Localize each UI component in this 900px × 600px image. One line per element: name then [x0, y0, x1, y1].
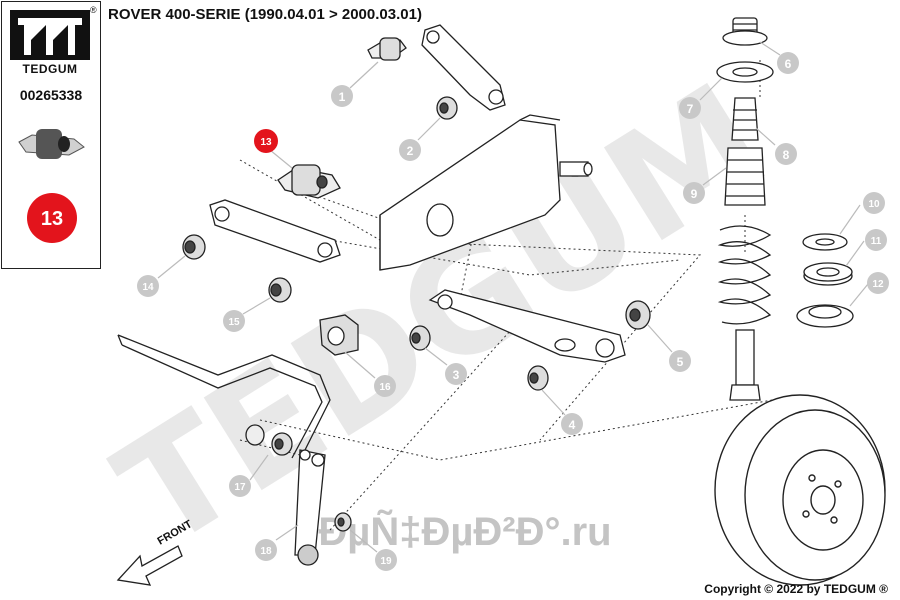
callout-10-label: 10 — [868, 199, 880, 210]
bushing-17 — [245, 424, 293, 456]
copyright-notice: Copyright © 2022 by TEDGUM ® — [704, 582, 888, 596]
bushing-2 — [436, 96, 458, 120]
drop-link — [294, 449, 326, 566]
guide-lines — [239, 60, 801, 531]
arrow-icon — [116, 545, 183, 586]
callout-4[interactable]: 4 — [561, 413, 583, 435]
callout-7-label: 7 — [687, 102, 694, 116]
callout-13[interactable]: 13 — [254, 129, 278, 153]
callout-14[interactable]: 14 — [137, 275, 159, 297]
callout-19-label: 19 — [380, 556, 392, 567]
trailing-arm — [379, 114, 593, 271]
selected-part-badge[interactable]: 13 — [26, 192, 78, 244]
lower-control-arm — [428, 289, 626, 363]
spring-seats — [796, 233, 854, 328]
bushing-1 — [367, 37, 407, 61]
callout-12-label: 12 — [872, 279, 884, 290]
watermark-site-text: ÐµÑ‡ÐµÐ²Ð°.ru — [318, 508, 611, 554]
bushing-15 — [268, 277, 292, 303]
callout-9-label: 9 — [691, 187, 698, 201]
callout-6-label: 6 — [785, 57, 792, 71]
callout-8-label: 8 — [783, 148, 790, 162]
wheel — [714, 394, 886, 586]
bushing-14 — [182, 234, 206, 260]
callout-5[interactable]: 5 — [669, 350, 691, 372]
callout-19[interactable]: 19 — [375, 549, 397, 571]
tedgum-logo-icon — [10, 10, 90, 60]
bushings — [182, 37, 651, 532]
part-number: 00265338 — [19, 87, 83, 103]
callout-11-label: 11 — [871, 236, 882, 247]
callouts: 1 2 3 4 5 6 7 8 9 10 11 12 13 14 15 16 1… — [137, 52, 889, 571]
callout-16[interactable]: 16 — [374, 375, 396, 397]
callout-7[interactable]: 7 — [679, 97, 701, 119]
page-title: ROVER 400-SERIE (1990.04.01 > 2000.03.01… — [108, 6, 422, 23]
product-panel: ® TEDGUM 00265338 13 — [1, 1, 101, 269]
lateral-link — [209, 199, 341, 263]
callout-2[interactable]: 2 — [399, 139, 421, 161]
strut-assembly — [716, 17, 774, 401]
callout-2-label: 2 — [407, 144, 414, 158]
bushing-3 — [409, 325, 431, 351]
brand-name: TEDGUM — [22, 62, 78, 76]
bushing-5 — [625, 300, 651, 330]
callout-18-label: 18 — [260, 546, 272, 557]
callout-15-label: 15 — [228, 317, 240, 328]
callout-leaders — [157, 41, 869, 553]
callout-17[interactable]: 17 — [229, 475, 251, 497]
callout-12[interactable]: 12 — [867, 272, 889, 294]
stabilizer-bar — [117, 334, 331, 461]
callout-9[interactable]: 9 — [683, 182, 705, 204]
callout-8[interactable]: 8 — [775, 143, 797, 165]
watermark: TEDGUM — [90, 51, 796, 582]
callout-6[interactable]: 6 — [777, 52, 799, 74]
callout-1[interactable]: 1 — [331, 85, 353, 107]
callout-1-label: 1 — [339, 90, 346, 104]
part-thumbnail — [18, 129, 85, 159]
callout-11[interactable]: 11 — [865, 229, 887, 251]
callout-18[interactable]: 18 — [255, 539, 277, 561]
callout-17-label: 17 — [234, 482, 246, 493]
callout-5-label: 5 — [677, 355, 684, 369]
bushing-16 — [319, 314, 359, 356]
upper-link-arm — [421, 24, 506, 111]
watermark-logo-text: TEDGUM — [90, 51, 796, 582]
callout-13-label: 13 — [260, 137, 272, 148]
callout-14-label: 14 — [142, 282, 154, 293]
callout-16-label: 16 — [379, 382, 391, 393]
bushing-4 — [527, 365, 549, 391]
callout-3[interactable]: 3 — [445, 363, 467, 385]
bushing-19 — [334, 512, 352, 532]
registered-mark: ® — [90, 5, 97, 15]
selected-part-number: 13 — [41, 208, 63, 230]
callout-10[interactable]: 10 — [863, 192, 885, 214]
bushing-13 — [277, 164, 341, 199]
callout-15[interactable]: 15 — [223, 310, 245, 332]
callout-3-label: 3 — [453, 368, 460, 382]
callout-4-label: 4 — [569, 418, 576, 432]
